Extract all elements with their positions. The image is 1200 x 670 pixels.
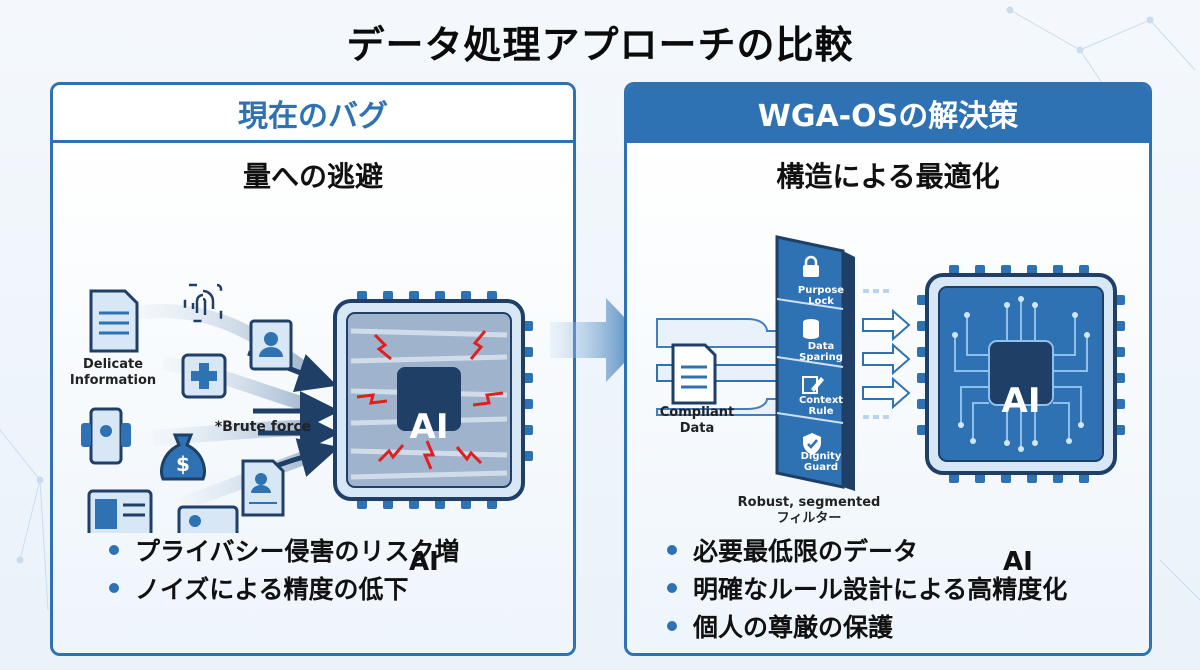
bullet-item: 個人の尊厳の保護 bbox=[667, 607, 1067, 645]
bullet-item: 明確なルール設計による高精度化 bbox=[667, 569, 1067, 607]
current-bug-panel: 現在のバグ 量への逃避 bbox=[50, 82, 576, 656]
database-icon bbox=[803, 319, 819, 339]
person-card-icon bbox=[87, 489, 153, 533]
compliant-data-label: Compliant Data bbox=[659, 405, 735, 436]
filter-segment-purpose-lock: Purpose Lock bbox=[797, 285, 845, 307]
noisy-ai-chip bbox=[333, 291, 533, 509]
structural-optimization-subtitle: 構造による最適化 bbox=[776, 160, 1000, 193]
wga-solution-bullets: 必要最低限のデータ 明確なルール設計による高精度化 個人の尊厳の保護 bbox=[667, 531, 1067, 645]
shield-check-icon bbox=[803, 433, 821, 455]
filter-segment-context-rule: Context Rule bbox=[798, 395, 844, 417]
noisy-chip-text: AI bbox=[409, 407, 449, 447]
clean-ai-chip bbox=[917, 265, 1125, 483]
fingerprint-icon bbox=[183, 283, 223, 323]
svg-text:$: $ bbox=[176, 452, 190, 476]
current-bug-bullets: プライバシー侵害のリスク増 ノイズによる精度の低下 bbox=[109, 531, 460, 607]
wga-solution-body: 構造による最適化 bbox=[627, 143, 1149, 653]
badge-icon bbox=[177, 505, 239, 533]
filter-caption: Robust, segmented フィルター bbox=[737, 495, 881, 526]
transition-arrow bbox=[550, 298, 646, 382]
bullet-dot bbox=[667, 583, 677, 593]
wga-solution-header: WGA-OSの解決策 bbox=[627, 85, 1149, 143]
brute-force-illustration: $ bbox=[81, 283, 533, 533]
profile-document-icon bbox=[241, 459, 285, 517]
lock-icon bbox=[803, 255, 819, 277]
current-bug-header: 現在のバグ bbox=[53, 85, 573, 143]
right-ai-caption: AI bbox=[1003, 547, 1033, 577]
wga-solution-panel: WGA-OSの解決策 構造による最適化 bbox=[624, 82, 1152, 656]
segmented-filter bbox=[775, 235, 855, 491]
bullet-dot bbox=[109, 583, 119, 593]
filter-segment-data-sparing: Data Sparing bbox=[799, 341, 843, 363]
bullet-dot bbox=[109, 545, 119, 555]
bullet-item: 必要最低限のデータ bbox=[667, 531, 1067, 569]
noise-bolts bbox=[356, 330, 504, 470]
money-bag-icon: $ bbox=[160, 433, 206, 481]
bullet-dot bbox=[667, 545, 677, 555]
bullet-item: プライバシー侵害のリスク増 bbox=[109, 531, 460, 569]
bullet-item: ノイズによる精度の低下 bbox=[109, 569, 460, 607]
clean-chip-text: AI bbox=[1001, 381, 1041, 421]
document-icon bbox=[89, 289, 139, 353]
bullet-dot bbox=[667, 621, 677, 631]
page-title: データ処理アプローチの比較 bbox=[346, 23, 854, 67]
escape-to-volume-subtitle: 量への逃避 bbox=[242, 160, 383, 193]
filter-segment-dignity-guard: Dignity Guard bbox=[800, 451, 842, 473]
edit-icon bbox=[802, 376, 824, 394]
current-bug-body: 量への逃避 bbox=[53, 143, 573, 653]
left-ai-caption: AI bbox=[409, 547, 439, 577]
brute-force-label: *Brute force bbox=[214, 419, 312, 435]
compliant-document-icon bbox=[671, 343, 717, 405]
structured-filter-illustration bbox=[656, 235, 1125, 491]
delicate-information-label: Delicate Information bbox=[69, 357, 157, 388]
phone-record-icon bbox=[81, 407, 131, 465]
medical-icon bbox=[181, 353, 227, 399]
id-card-icon bbox=[249, 319, 293, 371]
circuit-traces bbox=[954, 299, 1088, 449]
outbound-data-arrows bbox=[862, 289, 911, 419]
